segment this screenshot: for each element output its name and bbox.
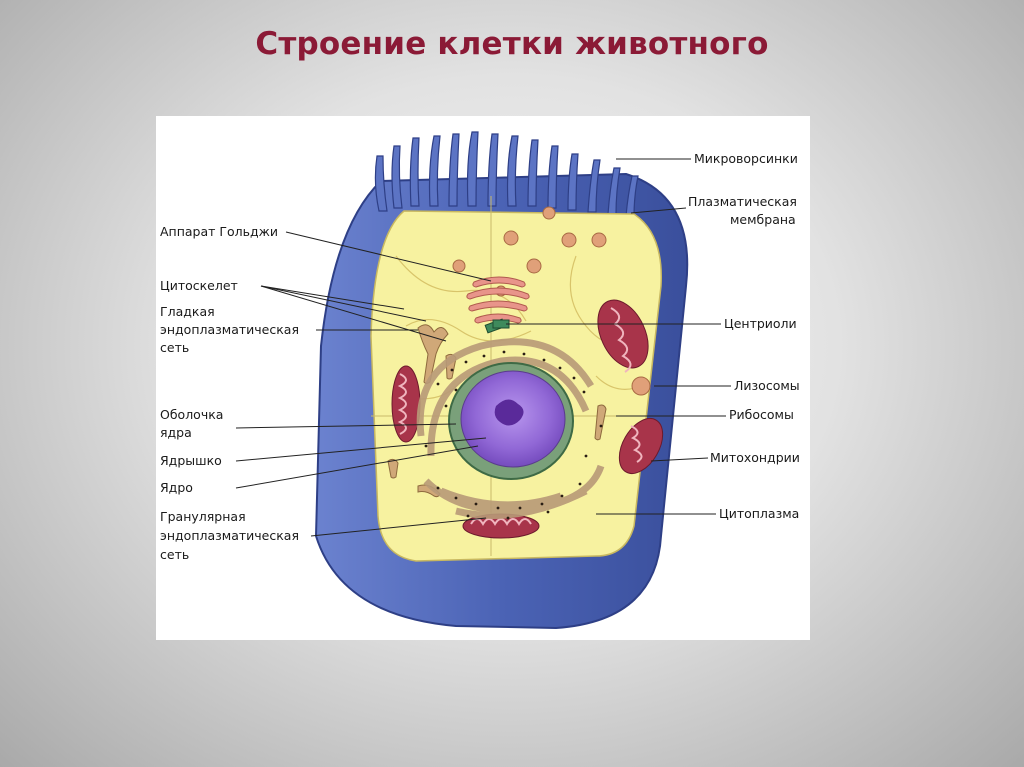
label-ribosomes: Рибосомы xyxy=(729,407,794,422)
label-golgi: Аппарат Гольджи xyxy=(160,224,278,239)
label-lysosomes: Лизосомы xyxy=(734,378,800,393)
label-plasma-membrane-line1: Плазматическая xyxy=(688,194,797,209)
slide-title: Строение клетки животного xyxy=(255,26,769,62)
rough-er-shape xyxy=(416,338,605,519)
smooth-er-shape xyxy=(387,324,607,498)
microvilli-shape xyxy=(374,131,639,217)
label-smooth-er-line2: эндоплазматическая xyxy=(160,322,299,337)
label-nucleus: Ядро xyxy=(160,480,193,495)
label-microvilli: Микроворсинки xyxy=(694,151,798,166)
label-rough-er-line1: Гранулярная xyxy=(160,509,246,524)
label-rough-er-line2: эндоплазматическая xyxy=(160,528,299,543)
label-plasma-membrane-line2: мембрана xyxy=(730,212,796,227)
label-centrioles: Центриоли xyxy=(724,316,797,331)
leader-lines xyxy=(235,158,731,537)
label-nucleolus: Ядрышко xyxy=(160,453,222,468)
label-cytoskeleton: Цитоскелет xyxy=(160,278,238,293)
label-nuclear-envelope-line1: Оболочка xyxy=(160,407,223,422)
golgi-shape xyxy=(466,276,530,324)
label-rough-er-line3: сеть xyxy=(160,547,189,562)
cell-diagram-svg: Микроворсинки Плазматическая мембрана Ап… xyxy=(160,131,800,630)
nucleolus-shape xyxy=(494,399,524,426)
cell-diagram: Микроворсинки Плазматическая мембрана Ап… xyxy=(156,116,810,640)
mitochondria-shape xyxy=(391,299,664,539)
label-cytoplasm: Цитоплазма xyxy=(719,506,799,521)
ribosomes-shape xyxy=(424,350,603,520)
label-smooth-er-line1: Гладкая xyxy=(160,304,215,319)
label-mitochondria: Митохондрии xyxy=(710,450,800,465)
label-smooth-er-line3: сеть xyxy=(160,340,189,355)
label-nuclear-envelope-line2: ядра xyxy=(160,425,192,440)
